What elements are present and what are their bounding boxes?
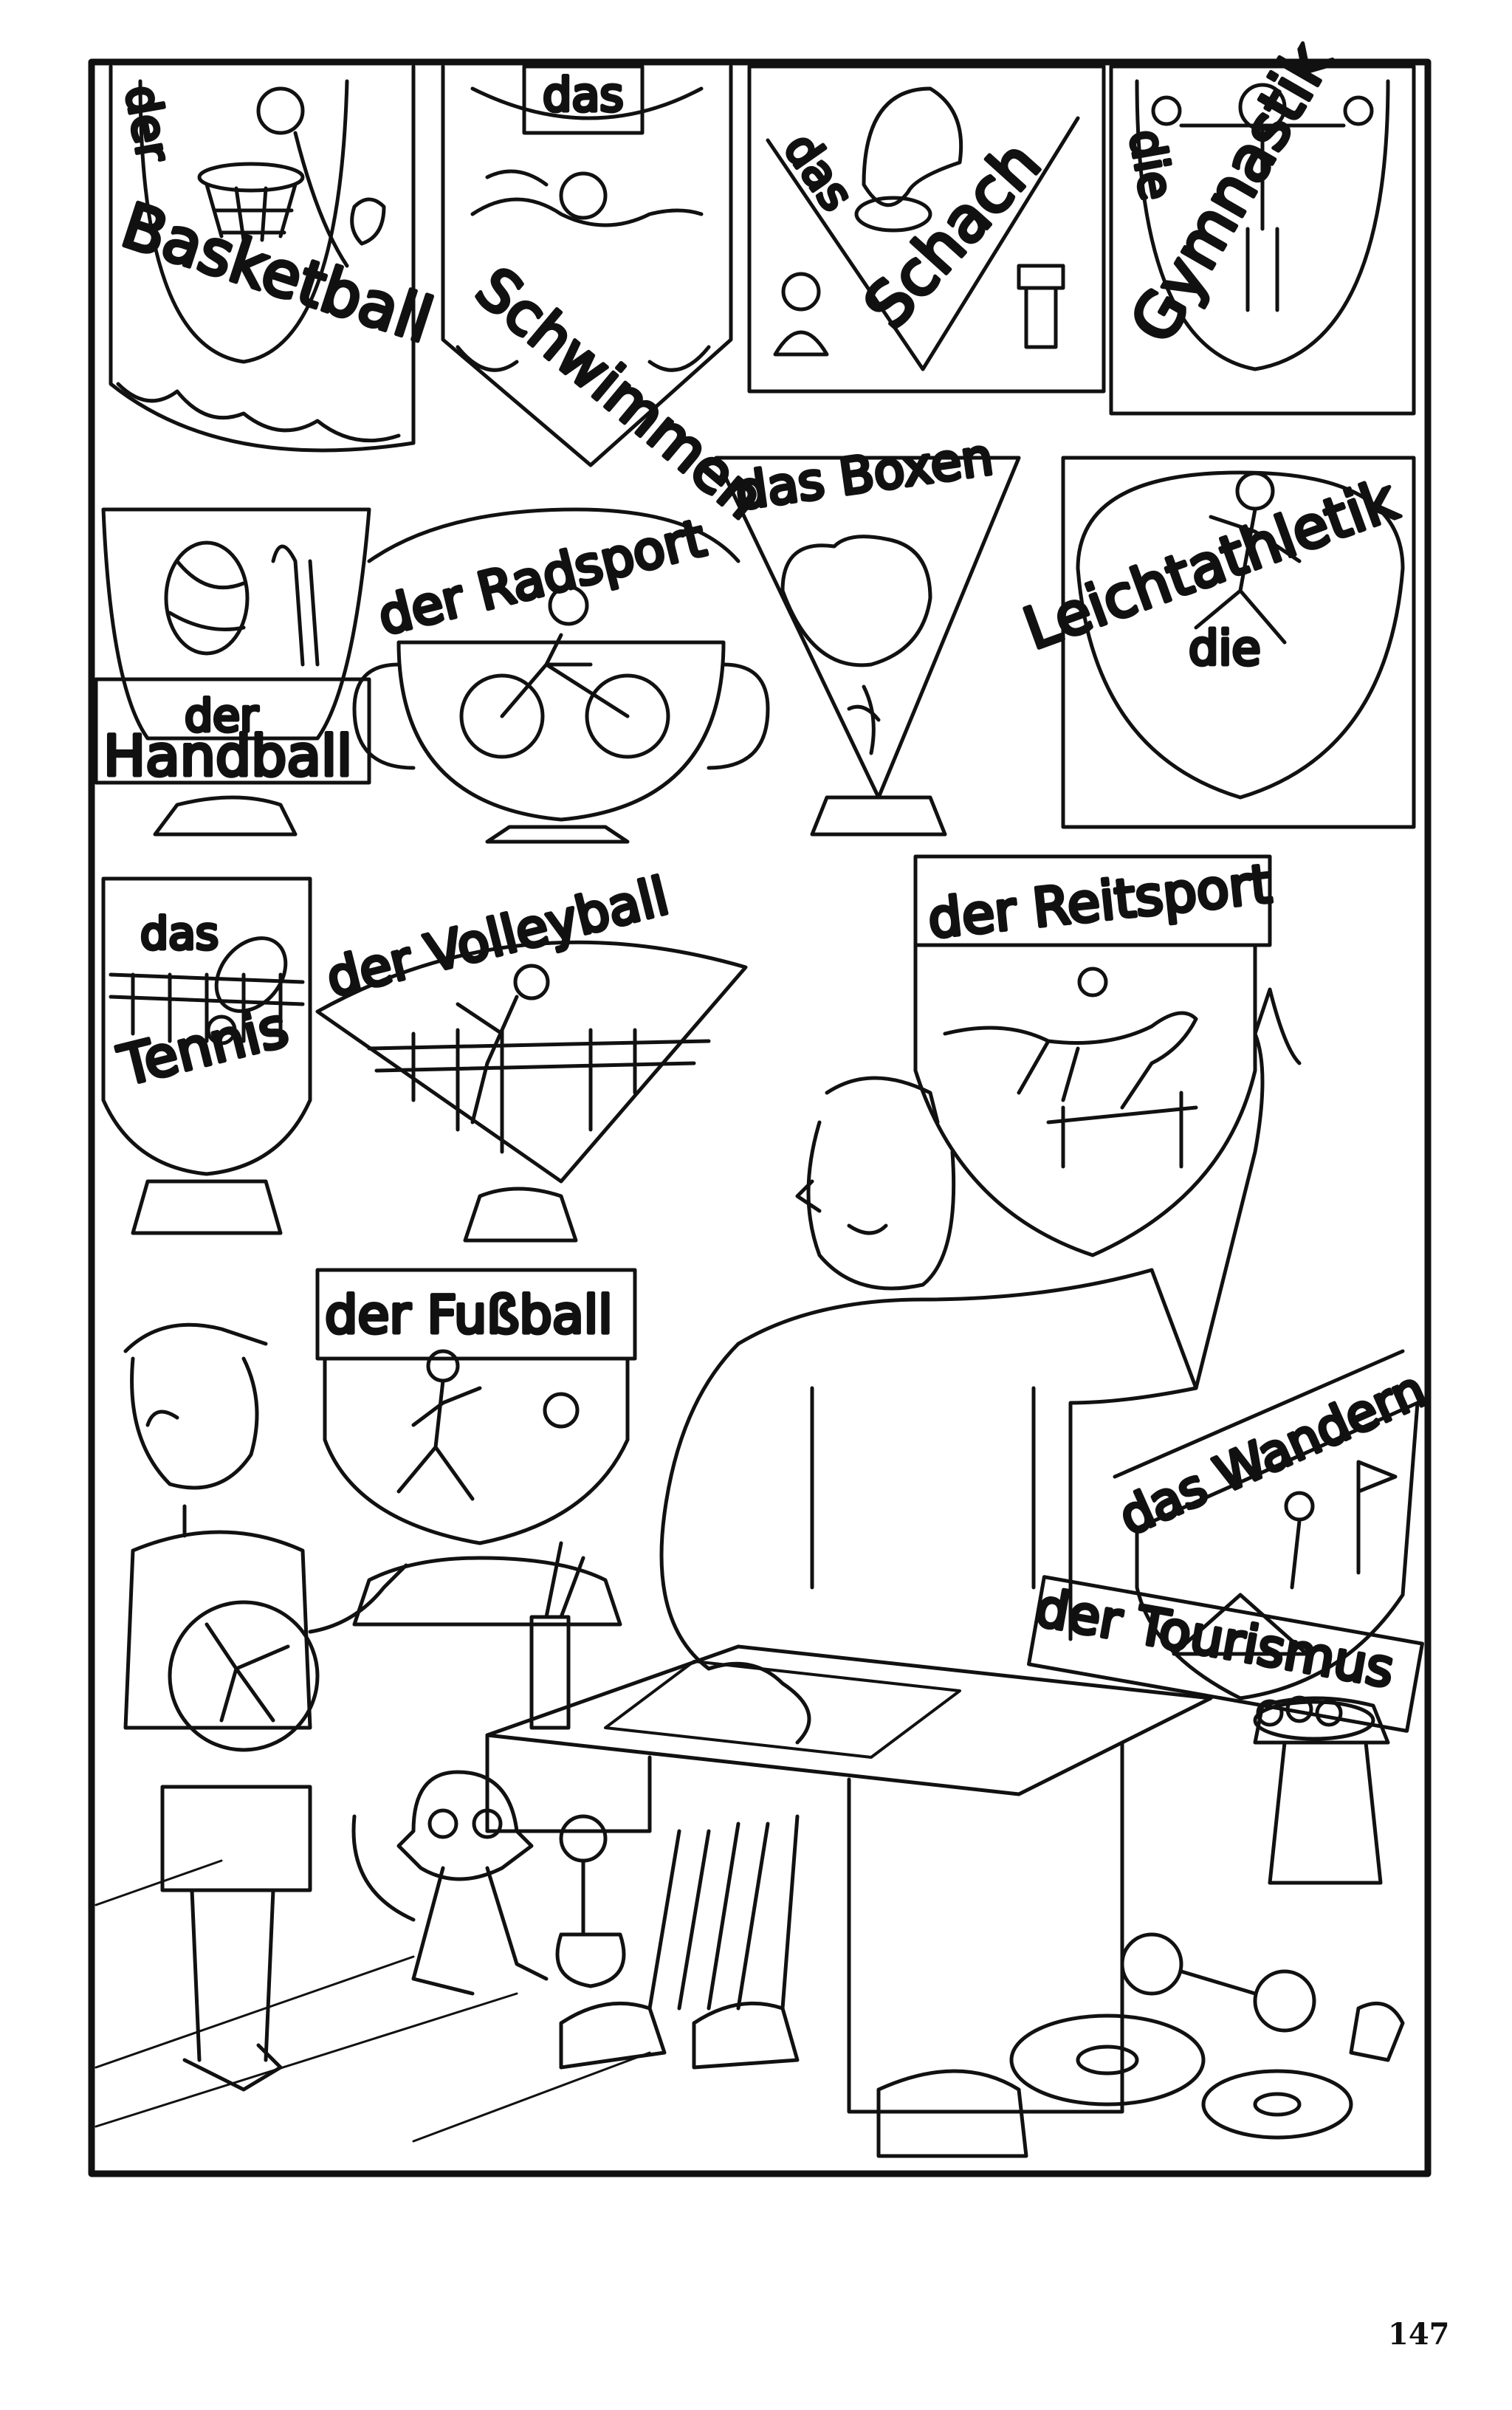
gymnastik-article: die (1118, 126, 1183, 204)
leichtathletik-label: die Leichtathletik (1014, 465, 1407, 679)
basketball-pennant (109, 64, 416, 453)
fussball-text: der Fußball (325, 1285, 613, 1345)
pedestal (1253, 1695, 1375, 1741)
boxen-text: das Boxen (732, 428, 997, 522)
basketball-label: der Basketball (111, 79, 443, 358)
tennis-word: Tennis (113, 995, 295, 1099)
schwimmen-label: das Schwimmen (461, 66, 777, 535)
desk (485, 1541, 1213, 2114)
boxen-trophy (714, 456, 1021, 837)
volleyball-label: der Volleyball (319, 864, 676, 1011)
fussball-label: der Fußball (323, 1283, 615, 1348)
illustration-frame (88, 58, 1432, 2177)
schach-pennant (747, 64, 1106, 394)
reitsport-label: der Reitsport (923, 851, 1276, 952)
tennis-trophy (101, 876, 312, 1235)
trainer-legs (559, 1814, 800, 2070)
volleyball-text: der Volleyball (320, 865, 674, 1009)
discus-and-weights (876, 1932, 1405, 2158)
radsport-trophy (352, 507, 770, 844)
tourismus-text: der Tourismus (1031, 1577, 1398, 1700)
boxen-label: das Boxen (730, 426, 999, 523)
handball-trophy (94, 507, 371, 837)
volleyball-trophy (315, 940, 748, 1243)
wandern-label: das Wandern (1109, 1359, 1436, 1549)
reitsport-shield (913, 854, 1272, 1257)
handball-word: Handball (103, 723, 352, 789)
radsport-text: der Radsport (372, 507, 711, 647)
tourismus-label: der Tourismus (1030, 1575, 1401, 1701)
boy-figure (123, 1322, 408, 2092)
schach-article: das (774, 123, 865, 221)
leichtathletik-shield (1061, 456, 1416, 829)
floor (94, 1859, 651, 2143)
leichtathletik-article: die (1189, 622, 1261, 676)
gymnastik-pennant (1109, 64, 1416, 416)
handball-article: der (185, 690, 258, 742)
page-number: 147 (1388, 2317, 1450, 2352)
schwimmen-pennant (441, 64, 733, 467)
reitsport-text: der Reitsport (925, 853, 1274, 950)
handball-label: der Handball (102, 689, 354, 791)
schwimmen-word: Schwimmen (464, 255, 776, 532)
basketball-article: der (114, 81, 181, 166)
radsport-label: der Radsport (371, 506, 713, 649)
cat-figure (351, 1770, 626, 1996)
tennis-article: das (140, 908, 219, 960)
wandern-text: das Wandern (1111, 1361, 1434, 1548)
schach-label: das Schach (772, 121, 1056, 344)
basketball-word: Basketball (114, 189, 441, 357)
schach-word: Schach (850, 127, 1054, 342)
trainer-figure (659, 987, 1302, 1745)
schwimmen-article: das (543, 68, 624, 122)
wandern-shield (1027, 1349, 1424, 1885)
gymnastik-label: die Gymnastik (1115, 28, 1347, 356)
